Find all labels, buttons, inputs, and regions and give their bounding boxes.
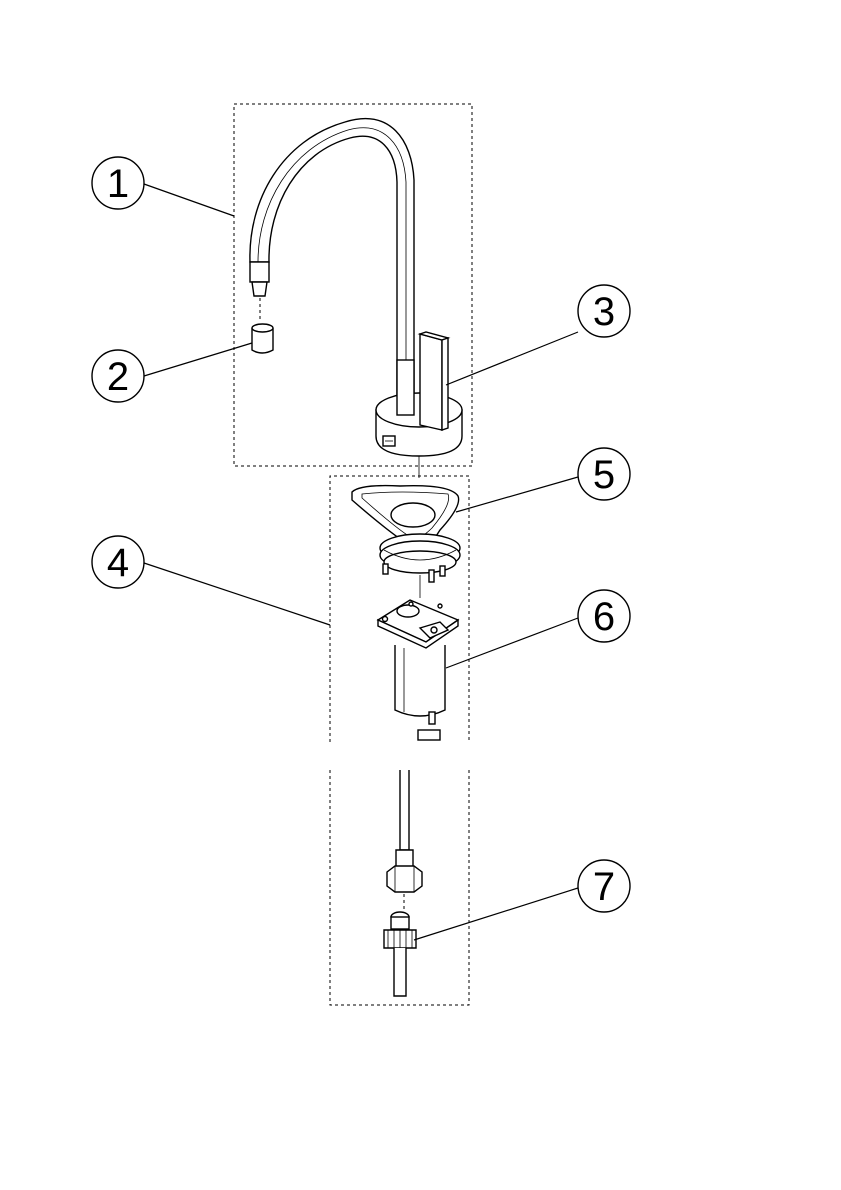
svg-text:7: 7 [593, 865, 615, 909]
leader-line-2 [143, 342, 253, 377]
svg-text:4: 4 [107, 541, 129, 585]
svg-text:2: 2 [107, 355, 129, 399]
callout-3: 3 [577, 284, 631, 338]
callout-7: 7 [577, 859, 631, 913]
svg-text:3: 3 [593, 290, 615, 334]
callout-4: 4 [91, 535, 145, 589]
leader-line-7 [413, 887, 579, 941]
svg-text:6: 6 [593, 595, 615, 639]
spout-part [249, 117, 415, 406]
svg-text:1: 1 [107, 162, 129, 206]
shank-assembly-part [376, 599, 460, 741]
leader-line-4 [143, 562, 331, 626]
gasket-part [351, 484, 460, 549]
aerator-part [251, 323, 274, 354]
leader-line-6 [445, 617, 579, 669]
base-handle-part [375, 331, 463, 478]
callout-5: 5 [577, 447, 631, 501]
svg-text:5: 5 [593, 453, 615, 497]
callout-2: 2 [91, 349, 145, 403]
callout-6: 6 [577, 589, 631, 643]
mounting-ring [379, 533, 461, 598]
callout-1: 1 [91, 156, 145, 210]
supply-tube-part [383, 770, 423, 997]
leader-line-3 [445, 331, 579, 386]
leader-line-1 [143, 183, 235, 217]
group-box-lower-top [329, 475, 470, 742]
leader-line-5 [455, 476, 579, 513]
